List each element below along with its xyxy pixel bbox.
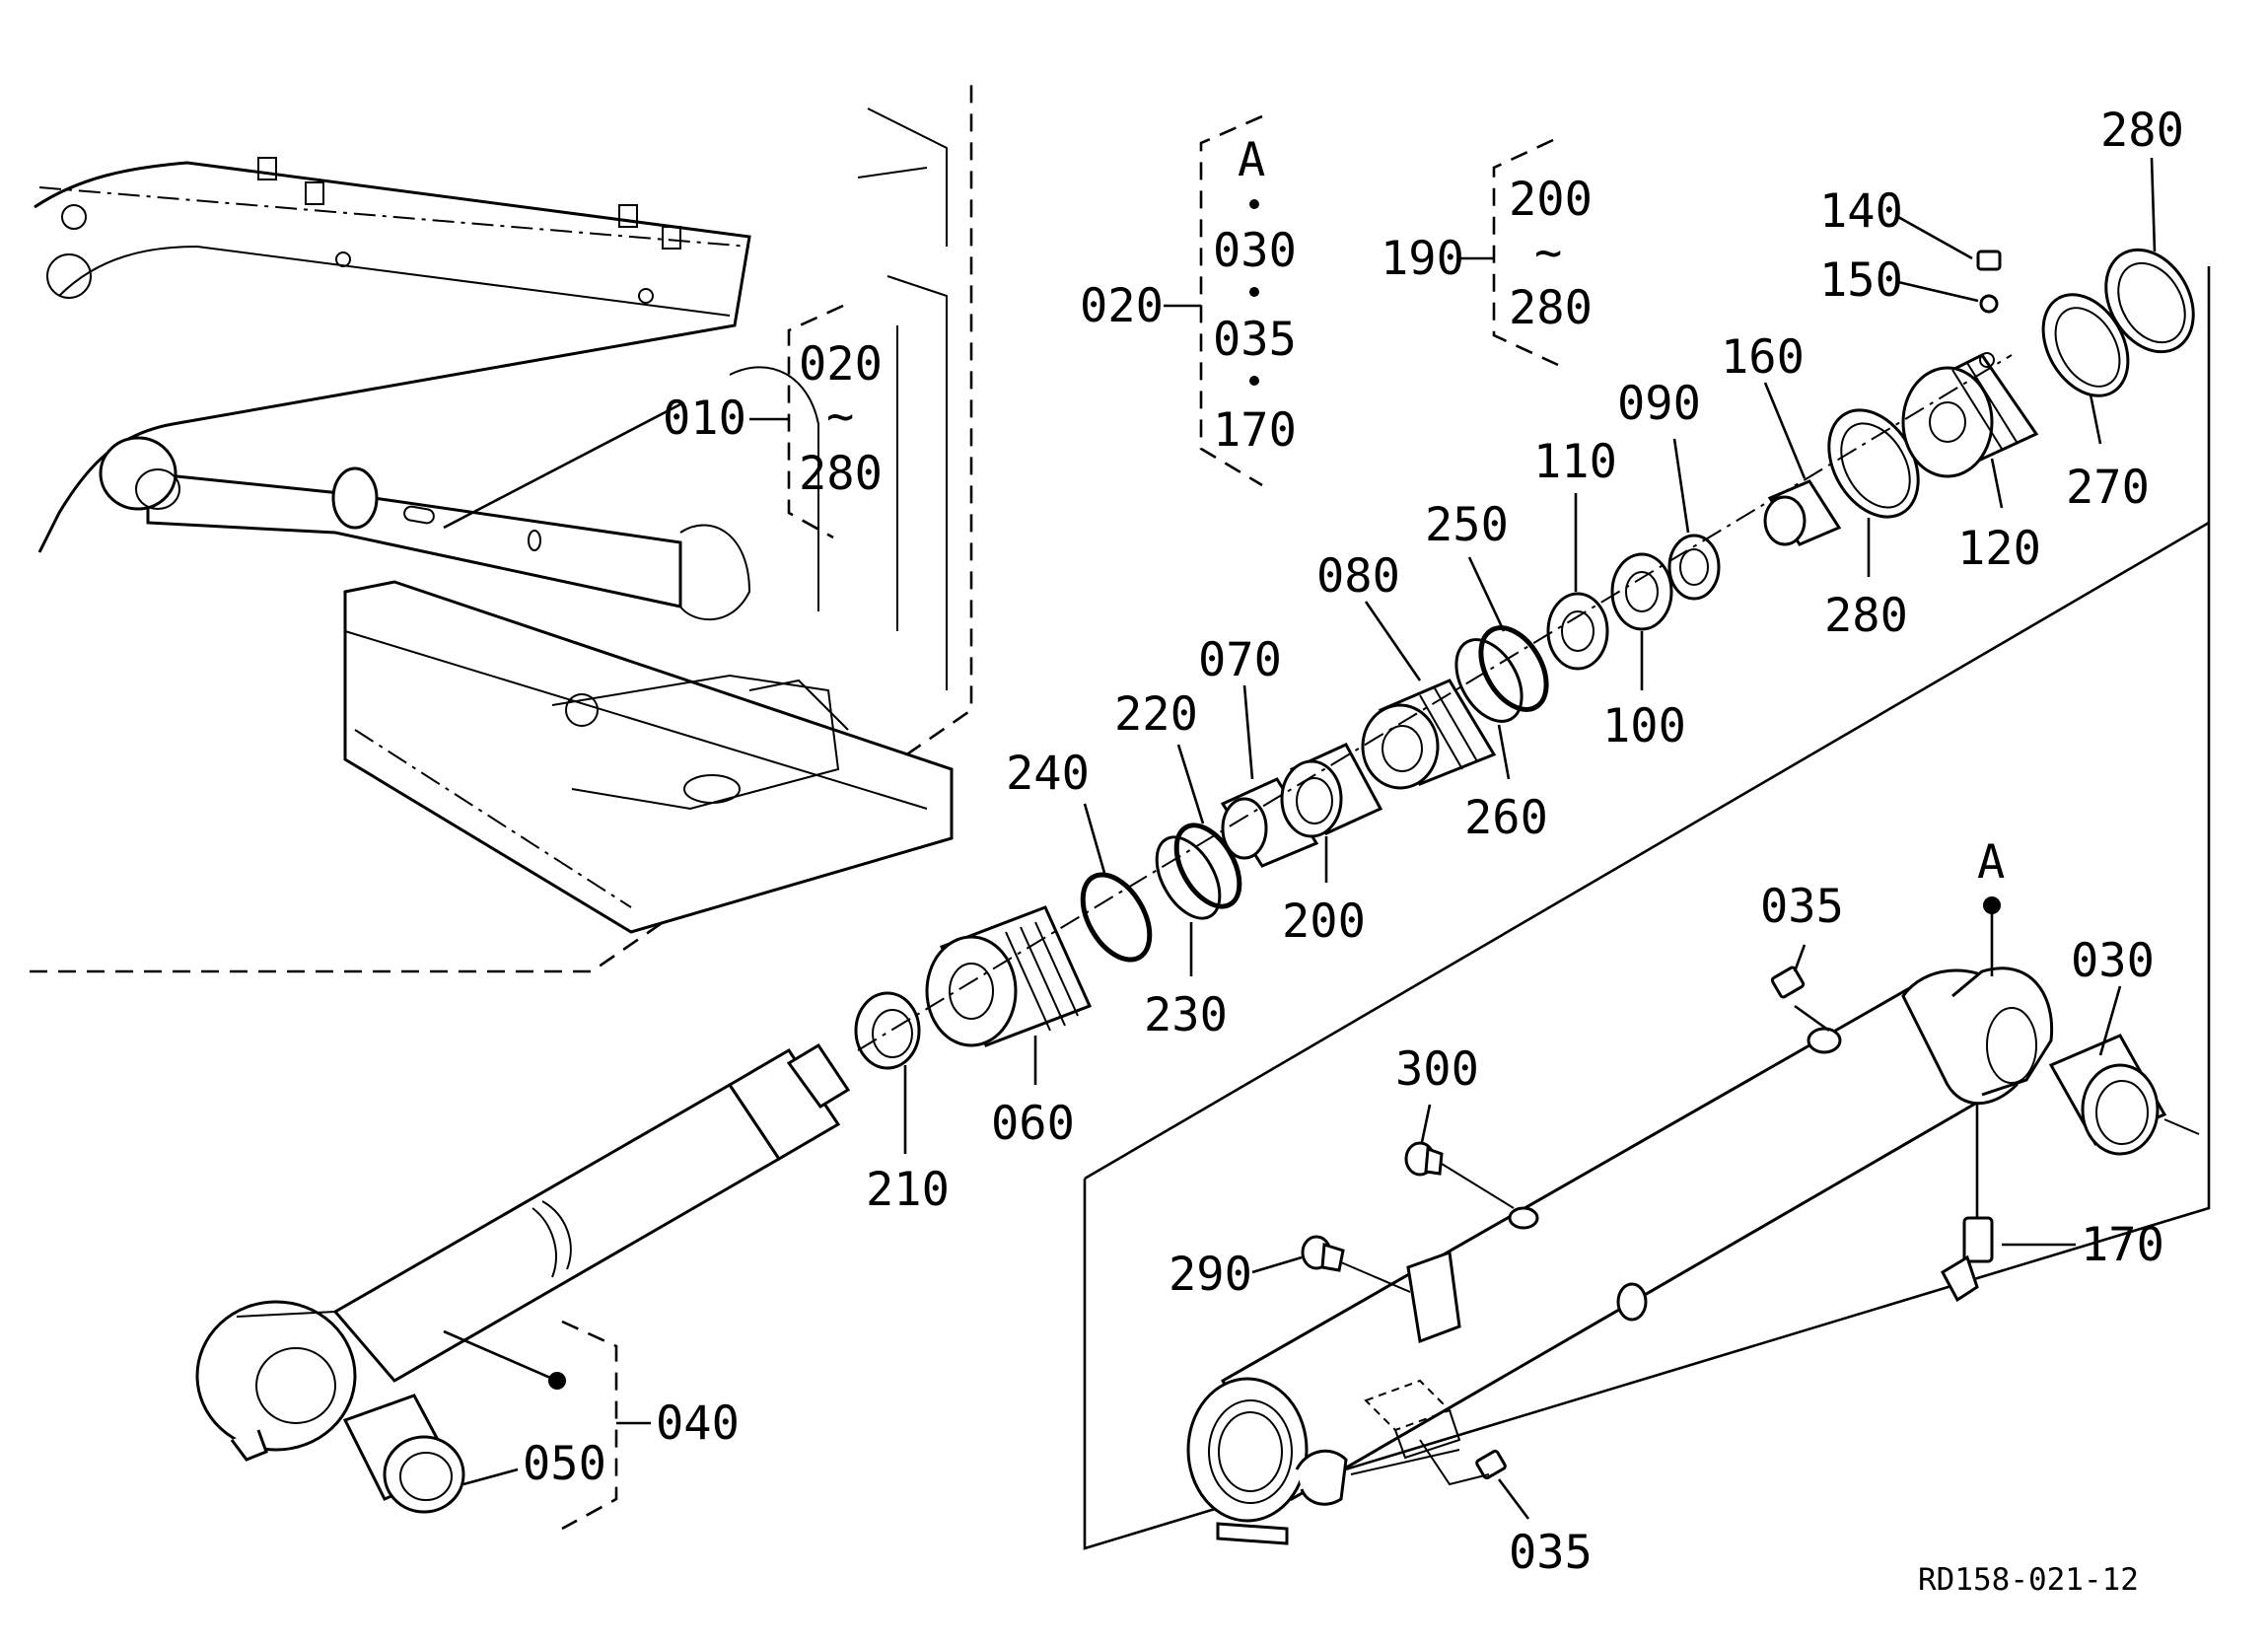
- part-100: [1610, 552, 1673, 631]
- group-bracket-010: [787, 304, 844, 539]
- part-035-lower: [1475, 1449, 1507, 1480]
- assembly-frame: [1083, 266, 2211, 1550]
- cylinder-tube: [1186, 967, 2054, 1545]
- group-bracket-020: [1199, 114, 1263, 487]
- group-020-item-2: 035: [1213, 313, 1297, 367]
- part-280-upper: [2104, 248, 2195, 354]
- callout-250: 250: [1425, 498, 1509, 552]
- callout-050: 050: [523, 1437, 606, 1491]
- group-010-to: 280: [799, 447, 883, 501]
- group-bracket-190: [1492, 138, 1559, 367]
- callout-190: 190: [1381, 232, 1464, 286]
- part-290: [1301, 1235, 1461, 1344]
- callout-210: 210: [866, 1163, 950, 1217]
- leader-010: [443, 402, 681, 530]
- part-070: [1220, 777, 1319, 868]
- callout-170: 170: [2081, 1218, 2164, 1272]
- callout-300: 300: [1395, 1042, 1479, 1097]
- group-010-tilde: ~: [826, 390, 854, 444]
- callout-270: 270: [2066, 461, 2150, 515]
- callout-030: 030: [2071, 934, 2155, 988]
- callout-280a: 280: [2100, 104, 2184, 158]
- assembly-axis: [857, 354, 2013, 1051]
- bullet-dot: [1249, 287, 1259, 297]
- part-150: [1979, 294, 1999, 314]
- bullet-dot: [1249, 199, 1259, 209]
- part-060: [925, 905, 1093, 1047]
- callout-040: 040: [656, 1396, 740, 1451]
- callout-160: 160: [1721, 330, 1805, 385]
- callout-010: 010: [663, 392, 746, 446]
- machine-inset: [30, 79, 973, 973]
- group-190-to: 280: [1509, 281, 1593, 335]
- callout-280b: 280: [1824, 589, 1908, 643]
- callout-140: 140: [1819, 184, 1903, 239]
- callout-290: 290: [1169, 1248, 1252, 1302]
- group-010-from: 020: [799, 337, 883, 392]
- piston-rod: [195, 1042, 851, 1462]
- callout-110: 110: [1533, 435, 1617, 489]
- callout-240: 240: [1006, 747, 1090, 801]
- group-190-tilde: ~: [1534, 226, 1562, 280]
- callout-260: 260: [1464, 791, 1548, 845]
- callout-060: 060: [991, 1097, 1075, 1151]
- callout-080: 080: [1316, 549, 1400, 604]
- group-020-item-1: 030: [1213, 224, 1297, 278]
- part-200: [1280, 743, 1383, 838]
- part-090: [1667, 534, 1721, 601]
- part-110: [1546, 592, 1609, 671]
- part-220: [1173, 823, 1242, 909]
- group-020-top: A: [1238, 133, 1265, 187]
- group-bracket-040: [561, 1320, 618, 1531]
- callout-200: 200: [1282, 895, 1366, 949]
- callout-120: 120: [1957, 522, 2041, 576]
- group-020-item-3: 170: [1213, 403, 1297, 458]
- callout-220: 220: [1114, 687, 1198, 742]
- part-080: [1361, 679, 1497, 790]
- callout-090: 090: [1617, 377, 1701, 431]
- part-250: [1478, 625, 1549, 712]
- part-120: [1901, 352, 2039, 478]
- callout-035b: 035: [1509, 1526, 1593, 1580]
- marker-a: A: [1977, 835, 2005, 890]
- group-190-from: 200: [1509, 173, 1593, 227]
- part-210: [854, 991, 921, 1070]
- callout-020: 020: [1080, 279, 1164, 333]
- part-300: [1404, 1141, 1444, 1177]
- part-140: [1976, 250, 2002, 271]
- callout-035a: 035: [1760, 880, 1844, 934]
- callout-070: 070: [1198, 633, 1282, 687]
- callout-230: 230: [1144, 988, 1228, 1042]
- bushing-050: [342, 1394, 465, 1514]
- part-035-upper: [1770, 966, 1806, 999]
- bullet-dot: [1249, 376, 1259, 386]
- callout-100: 100: [1602, 699, 1686, 753]
- part-170: [1941, 1105, 1994, 1303]
- part-160: [1763, 479, 1842, 546]
- part-240: [1080, 872, 1153, 963]
- marker-dot: [548, 1372, 566, 1390]
- bushing-030: [2048, 1034, 2167, 1156]
- callout-150: 150: [1819, 253, 1903, 308]
- reference-code: RD158-021-12: [1918, 1562, 2139, 1598]
